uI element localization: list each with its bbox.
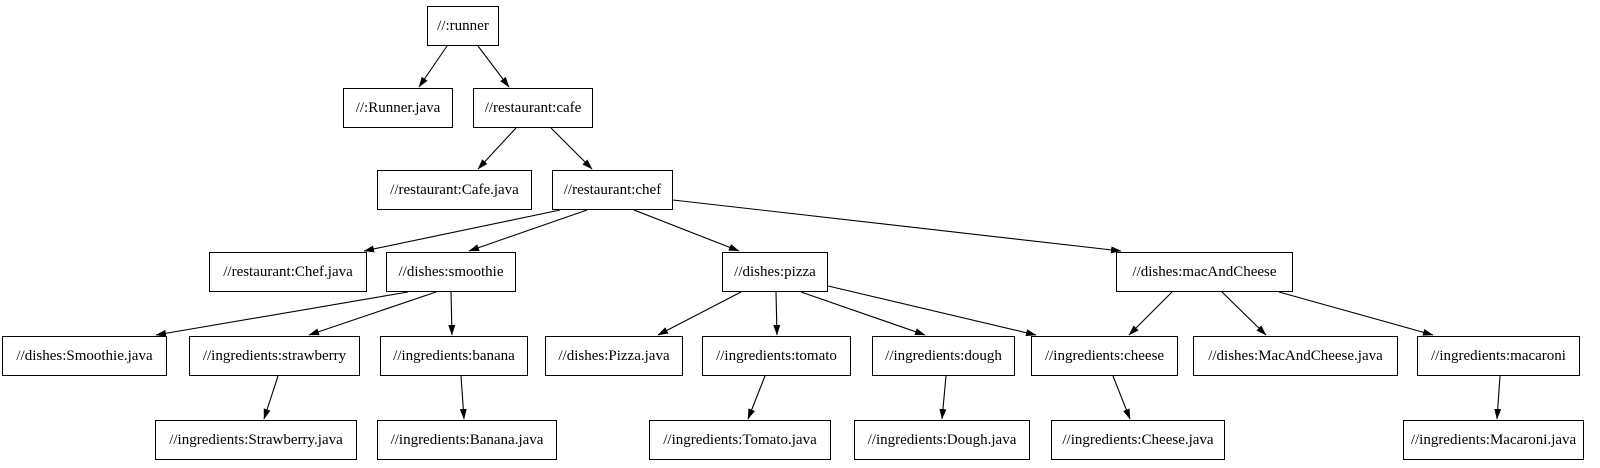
graph-node-label: //dishes:smoothie: [398, 263, 504, 280]
graph-node-strawberry_java: //ingredients:Strawberry.java: [155, 420, 357, 460]
graph-edge-chef-to-macandcheese: [672, 199, 1122, 254]
graph-node-tomato_java: //ingredients:Tomato.java: [649, 420, 831, 460]
graph-node-label: //restaurant:Cafe.java: [390, 181, 519, 198]
graph-node-cheese: //ingredients:cheese: [1031, 336, 1178, 376]
graph-node-label: //ingredients:tomato: [716, 347, 837, 364]
graph-node-macaroni_java: //ingredients:Macaroni.java: [1403, 420, 1584, 460]
graph-node-cheese_java: //ingredients:Cheese.java: [1051, 420, 1225, 460]
graph-node-dough_java: //ingredients:Dough.java: [854, 420, 1030, 460]
graph-node-dough: //ingredients:dough: [872, 336, 1015, 376]
graph-edge-strawberry-to-strawberry_java: [263, 375, 279, 420]
graph-node-label: //ingredients:macaroni: [1431, 347, 1566, 364]
graph-node-banana: //ingredients:banana: [380, 336, 528, 376]
graph-node-label: //:runner: [437, 17, 489, 34]
graph-node-label: //restaurant:chef: [563, 181, 662, 198]
graph-edge-banana-to-banana_java: [459, 375, 467, 420]
graph-node-label: //ingredients:Dough.java: [867, 431, 1017, 448]
graph-node-label: //ingredients:Macaroni.java: [1410, 431, 1577, 448]
graph-node-pizza: //dishes:pizza: [722, 252, 828, 292]
graph-edge-macandcheese-to-macaroni: [1278, 291, 1434, 336]
graph-edge-smoothie-to-smoothie_java: [155, 291, 409, 337]
graph-edge-tomato-to-tomato_java: [747, 375, 766, 420]
graph-edge-chef-to-smoothie: [468, 209, 588, 252]
graph-node-label: //dishes:macAndCheese: [1132, 263, 1277, 280]
graph-node-strawberry: //ingredients:strawberry: [189, 336, 360, 376]
graph-edge-cafe-to-cafe_java: [477, 127, 517, 170]
graph-node-label: //ingredients:cheese: [1044, 347, 1165, 364]
graph-node-runner: //:runner: [427, 6, 499, 46]
graph-edge-macandcheese-to-cheese: [1128, 291, 1173, 336]
graph-edge-pizza-to-tomato: [773, 291, 781, 336]
graph-edge-pizza-to-cheese: [827, 285, 1037, 337]
graph-edge-smoothie-to-banana: [448, 291, 456, 336]
graph-edge-runner-to-runner_java: [418, 45, 448, 88]
graph-edge-macaroni-to-macaroni_java: [1494, 375, 1502, 420]
graph-node-smoothie_java: //dishes:Smoothie.java: [2, 336, 167, 376]
graph-node-label: //restaurant:Chef.java: [223, 263, 353, 280]
graph-edge-cafe-to-chef: [550, 127, 593, 170]
graph-node-label: //ingredients:banana: [393, 347, 515, 364]
graph-edge-dough-to-dough_java: [939, 375, 947, 420]
graph-node-label: //ingredients:Banana.java: [390, 431, 544, 448]
graph-node-chef: //restaurant:chef: [552, 170, 673, 210]
graph-node-cafe_java: //restaurant:Cafe.java: [377, 170, 532, 210]
graph-edge-macandcheese-to-macandcheese_java: [1221, 291, 1267, 336]
graph-edge-chef-to-chef_java: [363, 209, 561, 253]
graph-node-label: //ingredients:strawberry: [202, 347, 347, 364]
graph-node-chef_java: //restaurant:Chef.java: [209, 252, 367, 292]
graph-node-label: //dishes:Pizza.java: [558, 347, 670, 364]
graph-node-label: //ingredients:Tomato.java: [663, 431, 817, 448]
graph-node-runner_java: //:Runner.java: [343, 88, 453, 128]
graph-edge-pizza-to-dough: [800, 291, 926, 336]
graph-node-label: //ingredients:dough: [885, 347, 1002, 364]
graph-node-label: //ingredients:Cheese.java: [1062, 431, 1214, 448]
graph-node-macaroni: //ingredients:macaroni: [1417, 336, 1580, 376]
graph-node-pizza_java: //dishes:Pizza.java: [545, 336, 683, 376]
graph-node-macandcheese_java: //dishes:MacAndCheese.java: [1193, 336, 1398, 376]
graph-node-label: //dishes:Smoothie.java: [16, 347, 153, 364]
graph-edge-runner-to-cafe: [477, 45, 510, 88]
graph-edge-cheese-to-cheese_java: [1112, 375, 1131, 420]
graph-edge-smoothie-to-strawberry: [308, 291, 437, 336]
graph-node-label: //restaurant:cafe: [484, 99, 582, 116]
graph-node-label: //dishes:MacAndCheese.java: [1208, 347, 1383, 364]
graph-node-smoothie: //dishes:smoothie: [386, 252, 516, 292]
graph-node-tomato: //ingredients:tomato: [702, 336, 851, 376]
graph-node-cafe: //restaurant:cafe: [473, 88, 593, 128]
graph-node-label: //dishes:pizza: [734, 263, 816, 280]
graph-node-macandcheese: //dishes:macAndCheese: [1116, 252, 1293, 292]
graph-edge-pizza-to-pizza_java: [657, 291, 742, 336]
graph-edge-chef-to-pizza: [633, 209, 740, 252]
graph-node-label: //ingredients:Strawberry.java: [169, 431, 343, 448]
graph-node-label: //:Runner.java: [355, 99, 441, 116]
graph-node-banana_java: //ingredients:Banana.java: [377, 420, 557, 460]
